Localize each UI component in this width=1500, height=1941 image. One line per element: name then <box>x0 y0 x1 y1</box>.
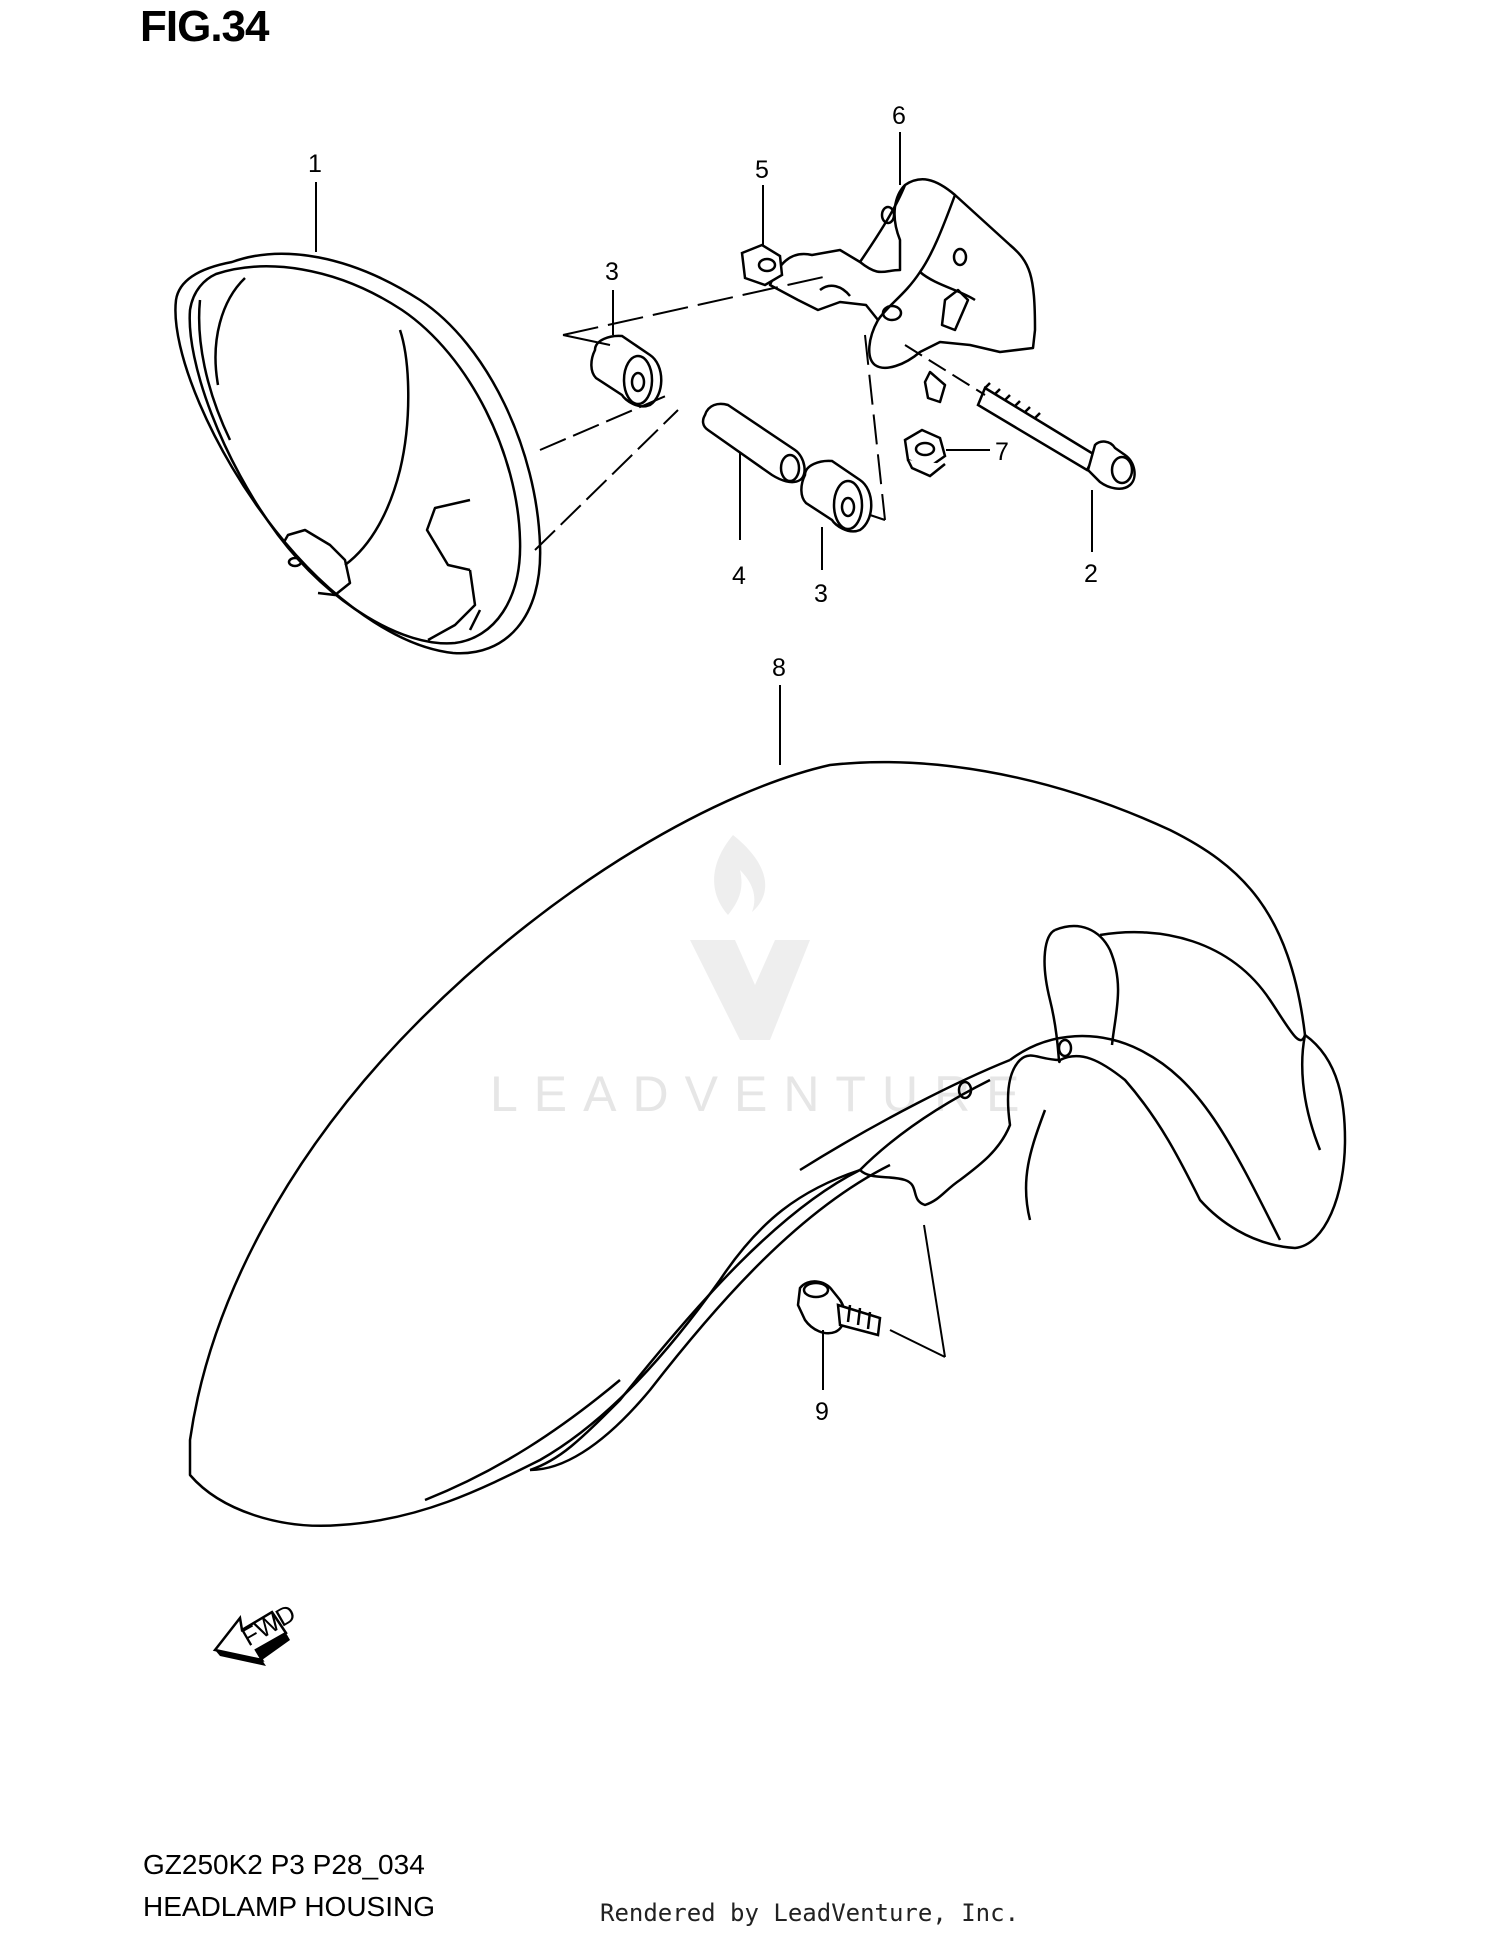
headlamp-bracket <box>768 178 1037 404</box>
headlamp-housing-shell <box>174 252 542 655</box>
callout-2: 2 <box>1084 560 1098 588</box>
callout-7: 7 <box>995 438 1009 466</box>
model-code: GZ250K2 P3 P28_034 <box>143 1849 425 1880</box>
nut-part-7 <box>903 428 947 478</box>
bolt-part-2 <box>976 382 1136 490</box>
leader-lines <box>315 132 1093 1390</box>
callout-9: 9 <box>815 1398 829 1426</box>
collar-part-3-lower <box>800 459 873 533</box>
nut-part-5 <box>740 243 784 287</box>
callout-3-lower: 3 <box>814 580 828 608</box>
section-name: HEADLAMP HOUSING <box>143 1891 435 1922</box>
figure-title: FIG.34 <box>140 2 269 51</box>
callout-3-upper: 3 <box>605 258 619 286</box>
credit-text: Rendered by LeadVenture, Inc. <box>600 1899 1020 1927</box>
front-fender <box>188 760 1347 1527</box>
callout-4: 4 <box>732 562 746 590</box>
callout-5: 5 <box>755 156 769 184</box>
callout-1: 1 <box>308 150 322 178</box>
callout-8: 8 <box>772 654 786 682</box>
bolt-part-9 <box>796 1280 882 1337</box>
callout-6: 6 <box>892 102 906 130</box>
spacer-part-4 <box>701 402 806 484</box>
collar-part-3-upper <box>590 334 663 408</box>
watermark-logo-icon <box>690 835 810 1040</box>
fwd-arrow-icon: FWD <box>212 1599 301 1666</box>
